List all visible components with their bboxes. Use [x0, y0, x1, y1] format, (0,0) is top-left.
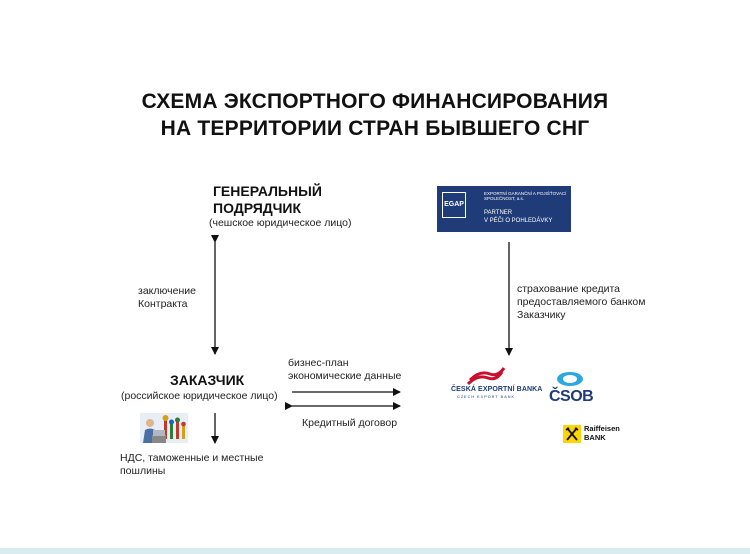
egap-company-name: EXPORTNÍ GARANČNÍ A POJIŠŤOVACÍ SPOLEČNO…: [484, 191, 566, 201]
egap-mark: EGAP: [442, 192, 466, 218]
egap-mark-text: EGAP: [443, 201, 465, 209]
business-plan-label-line-2: экономические данные: [288, 370, 401, 383]
raiffeisen-logo-icon: [563, 425, 581, 443]
egap-company-line-2: SPOLEČNOST, a.s.: [484, 196, 566, 201]
customer-title: ЗАКАЗЧИК: [170, 372, 244, 389]
contract-label-line-2: Контракта: [138, 298, 196, 311]
raiffeisen-line-1: Raiffeisen: [584, 424, 620, 433]
business-plan-label: бизнес-план экономические данные: [288, 357, 401, 383]
contract-label-line-1: заключение: [138, 285, 196, 298]
businessman-illustration: [140, 413, 188, 443]
egap-partner-line-2: V PÉČI O POHLEDÁVKY: [484, 217, 552, 225]
taxes-label-line-1: НДС, таможенные и местные: [120, 452, 263, 465]
taxes-label-line-2: пошлины: [120, 465, 263, 478]
ceb-name: ČESKÁ EXPORTNÍ BANKA: [451, 386, 542, 393]
insurance-label-line-1: страхование кредита: [517, 283, 645, 296]
raiffeisen-line-2: BANK: [584, 433, 620, 442]
egap-partner-line-1: PARTNER: [484, 209, 552, 217]
bottom-strip: [0, 548, 750, 554]
taxes-label: НДС, таможенные и местные пошлины: [120, 452, 263, 478]
business-plan-label-line-1: бизнес-план: [288, 357, 401, 370]
insurance-label-line-2: предоставляемого банком: [517, 296, 645, 309]
contractor-node: ГЕНЕРАЛЬНЫЙ ПОДРЯДЧИК: [213, 183, 322, 217]
csob-logo-icon: [556, 371, 584, 387]
insurance-label: страхование кредита предоставляемого бан…: [517, 283, 645, 322]
csob-name: ČSOB: [549, 388, 593, 406]
contract-label: заключение Контракта: [138, 285, 196, 311]
credit-agreement-label: Кредитный договор: [302, 417, 397, 430]
customer-subtitle: (российское юридическое лицо): [121, 390, 278, 403]
ceb-subname: CZECH EXPORT BANK: [457, 395, 515, 399]
egap-partner-text: PARTNER V PÉČI O POHLEDÁVKY: [484, 209, 552, 225]
ceb-flag-icon: [466, 364, 506, 386]
raiffeisen-name: Raiffeisen BANK: [584, 424, 620, 442]
egap-logo: EGAP EXPORTNÍ GARANČNÍ A POJIŠŤOVACÍ SPO…: [437, 186, 571, 232]
contractor-title-1: ГЕНЕРАЛЬНЫЙ: [213, 183, 322, 200]
insurance-label-line-3: Заказчику: [517, 309, 645, 322]
contractor-title-2: ПОДРЯДЧИК: [213, 200, 322, 217]
contractor-subtitle: (чешское юридическое лицо): [209, 217, 351, 230]
